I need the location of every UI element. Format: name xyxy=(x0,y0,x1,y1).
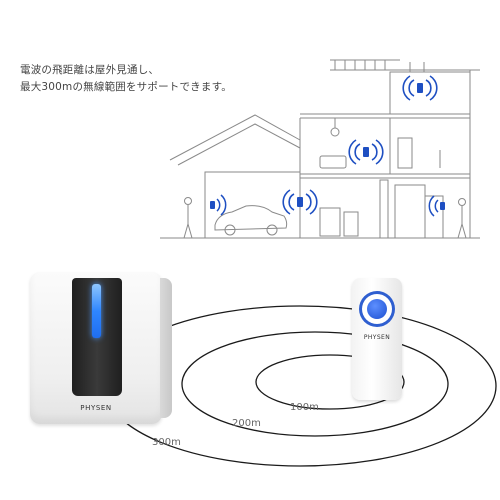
receiver-panel xyxy=(72,278,122,396)
headline-line-2: 最大300mの無線範囲をサポートできます。 xyxy=(20,81,232,93)
receiver-led xyxy=(92,284,101,338)
push-button-key[interactable] xyxy=(362,294,392,324)
push-button-brand: PHYSEN xyxy=(363,334,391,341)
label-100m: 100m xyxy=(290,402,319,413)
signal-icon-middle xyxy=(348,139,384,165)
push-button-core xyxy=(367,299,387,319)
label-200m: 200m xyxy=(232,418,261,429)
ring-100m xyxy=(255,354,405,410)
signal-icon-left xyxy=(210,194,227,216)
doorbell-receiver: PHYSEN xyxy=(30,272,172,424)
receiver-side xyxy=(160,278,172,418)
signal-icon-garage xyxy=(282,189,318,215)
headline: 電波の飛距離は屋外見通し、 最大300mの無線範囲をサポートできます。 xyxy=(20,62,232,96)
headline-line-1: 電波の飛距離は屋外見通し、 xyxy=(20,64,160,76)
signal-icon-top xyxy=(402,75,438,101)
doorbell-push-button: PHYSEN xyxy=(352,278,402,400)
ring-200m xyxy=(181,331,449,437)
receiver-brand: PHYSEN xyxy=(80,404,112,412)
signal-icon-right xyxy=(428,195,445,217)
label-300m: 300m xyxy=(152,437,181,448)
